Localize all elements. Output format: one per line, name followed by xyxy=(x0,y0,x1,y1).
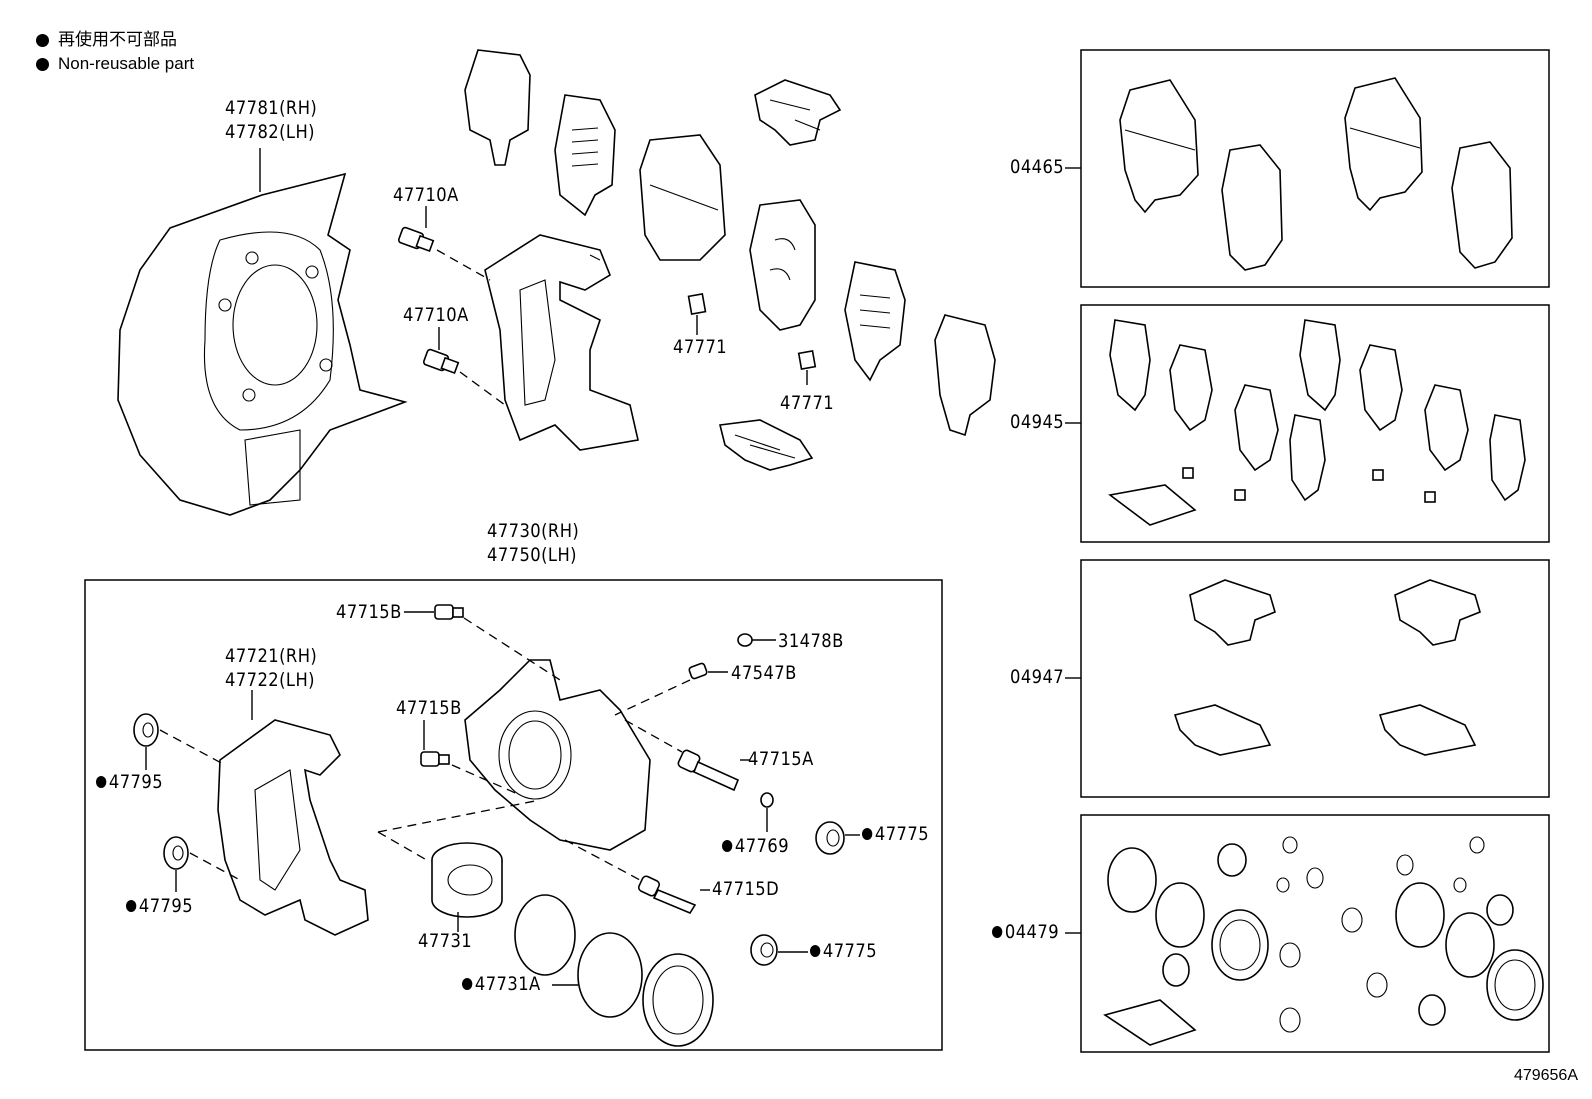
caliper-mounting-47721 xyxy=(217,719,369,936)
label-47769-text: 47769 xyxy=(734,835,790,857)
legend-text-jp: 再使用不可部品 xyxy=(58,30,177,49)
bushing-cap-47795-lower xyxy=(163,836,189,870)
non-reusable-dot-icon xyxy=(992,926,1003,938)
legend-row-en: Non-reusable part xyxy=(36,52,194,76)
label-47771-upper[interactable]: 47771 xyxy=(673,336,728,358)
non-reusable-dot-icon xyxy=(36,33,49,47)
bushing-47769 xyxy=(760,792,774,808)
piston-seal-47731a xyxy=(577,932,643,1018)
label-04479[interactable]: 04479 xyxy=(992,921,1059,943)
guide-pin-47715a xyxy=(677,749,740,792)
label-47731a-text: 47731A xyxy=(474,973,541,995)
boot-47775-lower xyxy=(750,934,778,966)
bleeder-cap-31478b xyxy=(737,633,753,647)
non-reusable-dot-icon xyxy=(126,900,137,912)
bolt-47715b-upper xyxy=(434,604,464,620)
label-47731a[interactable]: 47731A xyxy=(462,973,541,995)
anti-rattle-clip-lower xyxy=(719,419,814,471)
bleeder-plug-47547b xyxy=(688,662,708,680)
label-04465[interactable]: 04465 xyxy=(1010,156,1065,178)
non-reusable-dot-icon xyxy=(96,776,107,788)
label-04945[interactable]: 04945 xyxy=(1010,411,1065,433)
label-47795-upper-text: 47795 xyxy=(108,771,164,793)
label-47769[interactable]: 47769 xyxy=(722,835,789,857)
bushing-cap-47795-upper xyxy=(133,713,159,747)
label-47795-lower-text: 47795 xyxy=(138,895,194,917)
label-47781[interactable]: 47781(RH) xyxy=(225,97,318,119)
label-04479-text: 04479 xyxy=(1004,921,1060,943)
label-47547b[interactable]: 47547B xyxy=(731,662,797,684)
anti-squeal-shim-upper-4 xyxy=(934,314,996,437)
dust-cover-shield xyxy=(117,172,408,516)
piston-47731 xyxy=(431,842,503,918)
brake-pad-upper-2 xyxy=(749,199,816,331)
label-47775-lower[interactable]: 47775 xyxy=(810,940,877,962)
brake-pad-upper-1 xyxy=(639,134,726,261)
label-47715d[interactable]: 47715D xyxy=(712,878,780,900)
anti-squeal-shim-upper-3 xyxy=(844,261,906,382)
non-reusable-dot-icon xyxy=(862,828,873,840)
anti-squeal-shim-upper-2 xyxy=(554,94,616,217)
label-47775-lower-text: 47775 xyxy=(822,940,878,962)
legend-row-jp: 再使用不可部品 xyxy=(36,28,194,52)
caliper-cylinder xyxy=(464,659,651,851)
illustration-code: 479656A xyxy=(1513,1067,1578,1084)
kit-04479-seals xyxy=(1103,836,1544,1046)
label-47722[interactable]: 47722(LH) xyxy=(225,669,315,691)
label-04947[interactable]: 04947 xyxy=(1010,666,1065,688)
legend: 再使用不可部品 Non-reusable part xyxy=(36,28,194,76)
non-reusable-dot-icon xyxy=(810,945,821,957)
bolt-47715b-lower xyxy=(420,751,450,767)
label-31478b[interactable]: 31478B xyxy=(778,630,844,652)
label-47715b-lower[interactable]: 47715B xyxy=(396,697,462,719)
wear-indicator-47771-lower xyxy=(797,349,817,371)
label-47715b-upper[interactable]: 47715B xyxy=(336,601,402,623)
label-47731[interactable]: 47731 xyxy=(418,930,473,952)
label-47730[interactable]: 47730(RH) xyxy=(487,520,580,542)
label-47782[interactable]: 47782(LH) xyxy=(225,121,315,143)
piston-seal-ring xyxy=(514,894,576,976)
non-reusable-dot-icon xyxy=(36,57,49,71)
non-reusable-dot-icon xyxy=(722,840,733,852)
caliper-assembly-box xyxy=(84,579,943,1051)
bolt-47710a-lower xyxy=(422,348,460,375)
label-47795-upper[interactable]: 47795 xyxy=(96,771,163,793)
label-47775-upper[interactable]: 47775 xyxy=(862,823,929,845)
legend-text-en: Non-reusable part xyxy=(58,54,195,73)
bolt-47710a-upper xyxy=(397,226,435,253)
kit-04947-clips xyxy=(1173,579,1481,756)
label-47795-lower[interactable]: 47795 xyxy=(126,895,193,917)
label-47750[interactable]: 47750(LH) xyxy=(487,544,577,566)
label-47775-upper-text: 47775 xyxy=(874,823,930,845)
wear-indicator-47771-upper xyxy=(687,292,707,316)
label-47710a-upper[interactable]: 47710A xyxy=(393,184,459,206)
label-47710a-lower[interactable]: 47710A xyxy=(403,304,469,326)
boot-47775-upper xyxy=(815,821,845,855)
non-reusable-dot-icon xyxy=(462,978,473,990)
caliper-bracket-upper xyxy=(484,234,639,451)
kit-04465-pads xyxy=(1119,77,1513,271)
kit-04945-shims xyxy=(1108,319,1526,526)
guide-pin-47715d xyxy=(637,875,697,914)
label-47715a[interactable]: 47715A xyxy=(748,748,814,770)
label-47771-lower[interactable]: 47771 xyxy=(780,392,835,414)
anti-rattle-clip-upper xyxy=(754,79,842,146)
anti-squeal-shim-upper-1 xyxy=(464,49,531,166)
piston-boot xyxy=(642,953,714,1047)
label-47721[interactable]: 47721(RH) xyxy=(225,645,318,667)
kit-box-04947 xyxy=(1080,559,1550,798)
